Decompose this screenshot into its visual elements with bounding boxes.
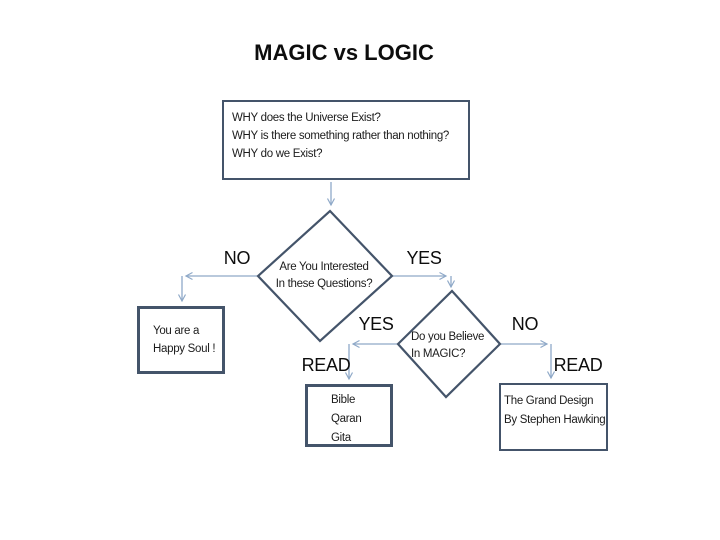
magic-diamond-text: Do you Believe In MAGIC? — [411, 329, 497, 363]
question-box-line: WHY is there something rather than nothi… — [232, 130, 450, 142]
read-left-line: Qaran — [331, 413, 362, 425]
question-box-line: WHY do we Exist? — [232, 148, 323, 160]
magic-diamond-line: In MAGIC? — [411, 348, 466, 360]
interest-diamond-line: In these Questions? — [275, 278, 373, 290]
read-right-line: By Stephen Hawking — [504, 414, 606, 426]
read-right-line: The Grand Design — [504, 395, 594, 407]
interest-diamond-line: Are You Interested — [279, 261, 369, 273]
question-box-line: WHY does the Universe Exist? — [232, 112, 381, 124]
label-read-right: READ — [553, 355, 603, 375]
label-read-left: READ — [301, 355, 351, 375]
happy-soul-line: Happy Soul ! — [153, 343, 216, 355]
read-left-line: Gita — [331, 432, 351, 444]
magic-diamond-line: Do you Believe — [411, 331, 485, 343]
read-left-line: Bible — [331, 394, 356, 406]
happy-soul-line: You are a — [153, 325, 200, 337]
page-title: MAGIC vs LOGIC — [254, 40, 434, 65]
label-interest-yes: YES — [406, 248, 442, 268]
read-left-box: Bible Qaran Gita — [305, 384, 393, 447]
read-right-box: The Grand Design By Stephen Hawking — [499, 383, 608, 451]
label-interest-no: NO — [223, 248, 251, 268]
label-magic-yes: YES — [358, 314, 394, 334]
interest-diamond-shape — [256, 209, 394, 343]
label-magic-no: NO — [511, 314, 539, 334]
happy-soul-box: You are a Happy Soul ! — [137, 306, 225, 374]
magic-diamond-shape — [396, 289, 502, 399]
question-box: WHY does the Universe Exist? WHY is ther… — [222, 100, 470, 180]
interest-diamond-text: Are You Interested In these Questions? — [256, 259, 392, 293]
